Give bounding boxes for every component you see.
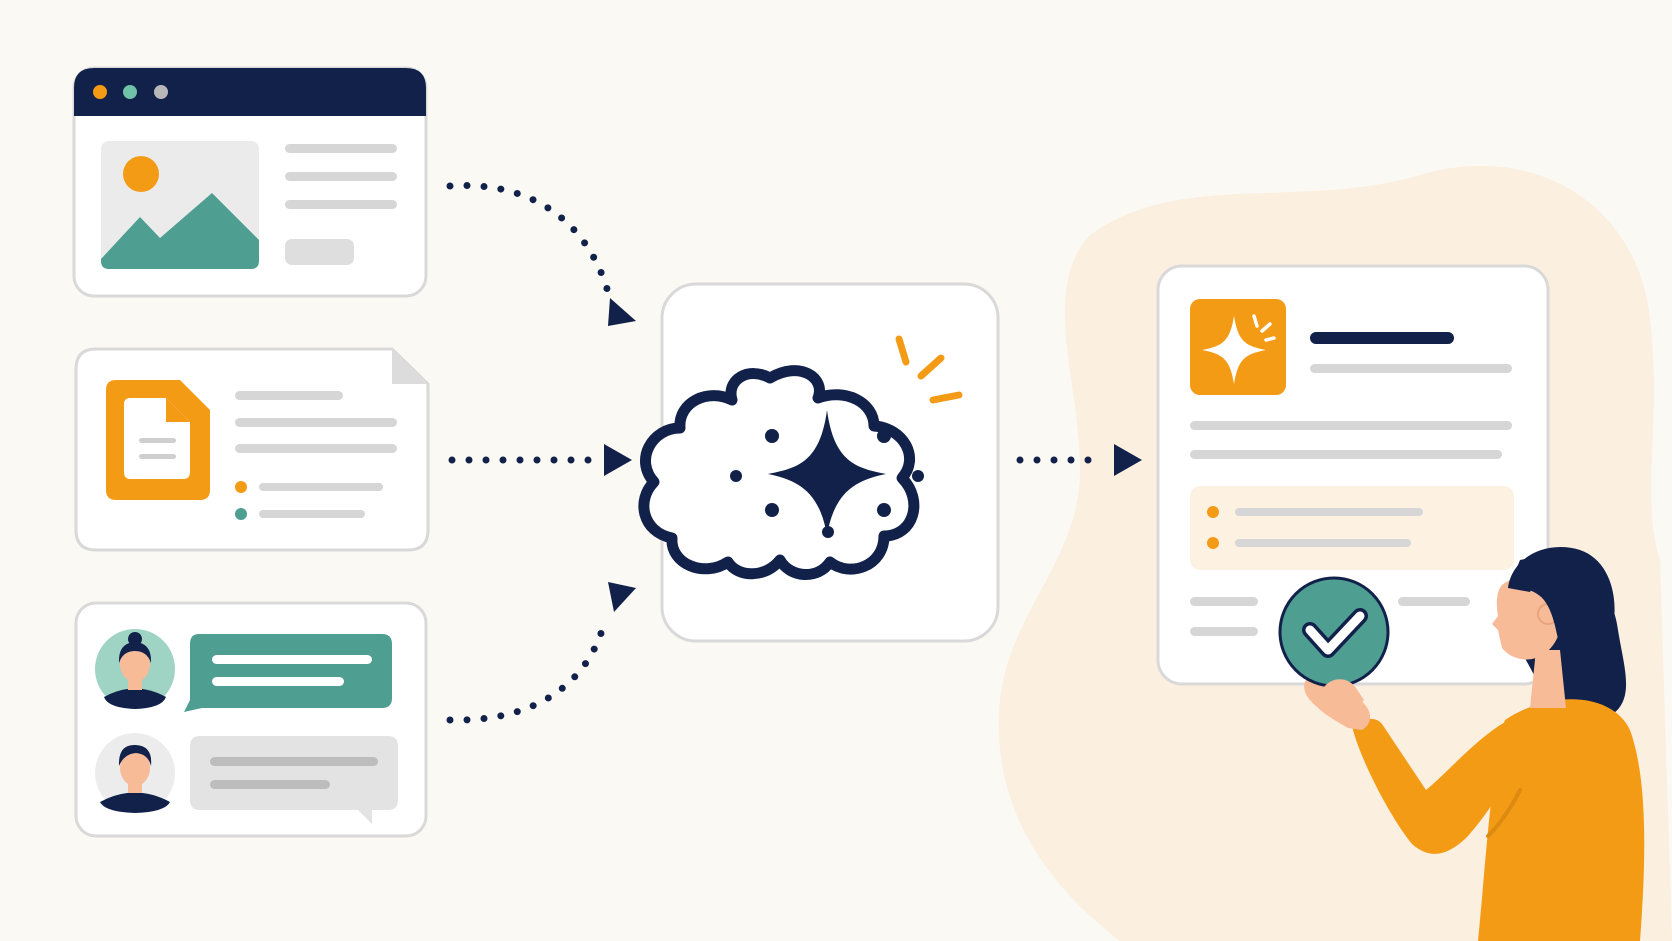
- flow-arrow-output: [1016, 444, 1142, 476]
- text-line: [259, 483, 383, 491]
- bullet-orange: [235, 481, 247, 493]
- avatar-woman: [95, 629, 175, 709]
- document-icon: [106, 380, 210, 500]
- thumb: [1322, 679, 1364, 707]
- text-line: [285, 172, 397, 181]
- brain-sparkle-icon: [638, 335, 963, 580]
- text-line: [235, 391, 343, 400]
- spark-rays: [895, 335, 963, 404]
- highlight-box: [1190, 486, 1514, 570]
- text-line: [1190, 597, 1258, 606]
- chat-bubble-outgoing: [190, 736, 398, 824]
- text-line: [285, 144, 397, 153]
- input-web-page-card: [72, 66, 428, 298]
- result-title-line: [1310, 332, 1454, 344]
- input-document-card: [74, 347, 430, 552]
- output-result-card: [1156, 264, 1550, 686]
- button-placeholder: [285, 239, 354, 265]
- flow-arrow-bottom: [446, 582, 636, 724]
- sparkle-icon: [1190, 299, 1286, 395]
- text-line: [235, 418, 397, 427]
- text-line: [285, 200, 397, 209]
- avatar-man: [95, 733, 175, 813]
- input-chat-card: [74, 601, 428, 838]
- window-dot-gray: [154, 85, 168, 99]
- text-line: [235, 444, 397, 453]
- window-dot-teal: [123, 85, 137, 99]
- text-line: [1190, 421, 1512, 430]
- chat-bubble-incoming: [184, 634, 392, 712]
- text-line: [1398, 597, 1470, 606]
- text-line: [1190, 450, 1502, 459]
- bullet-teal: [235, 508, 247, 520]
- text-line: [1310, 364, 1512, 373]
- flow-arrow-middle: [448, 444, 632, 476]
- person-verifying: [1304, 547, 1645, 941]
- window-dot-orange: [93, 85, 107, 99]
- check-circle-icon: [1278, 576, 1390, 688]
- text-line: [259, 510, 365, 518]
- text-line: [1190, 627, 1258, 636]
- image-mountain-sun-icon: [101, 141, 259, 269]
- flow-arrow-top: [446, 182, 636, 326]
